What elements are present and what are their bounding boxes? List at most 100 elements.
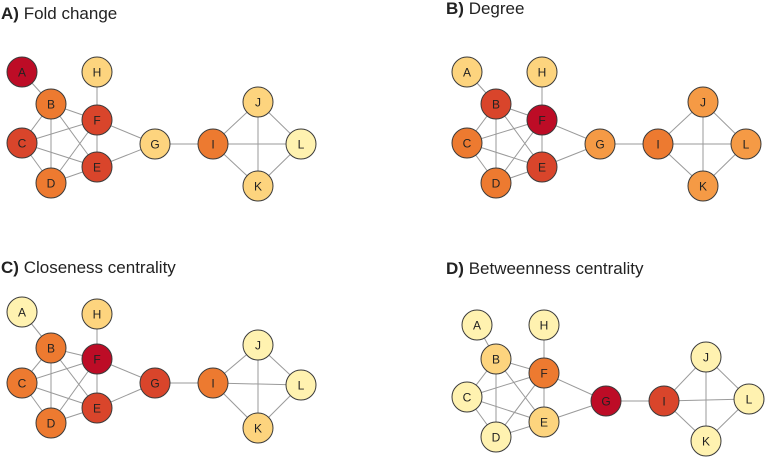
node-label: A — [18, 66, 26, 80]
node-label: B — [492, 353, 500, 367]
node-circle — [81, 151, 113, 183]
node-label: A — [473, 319, 481, 333]
node-e: E — [81, 392, 113, 424]
node-label: A — [18, 306, 26, 320]
node-circle — [81, 298, 113, 330]
node-circle — [81, 104, 113, 136]
panel-title-text: Fold change — [24, 4, 118, 23]
node-circle — [35, 332, 67, 364]
node-j: J — [690, 341, 722, 373]
node-label: I — [211, 138, 214, 152]
node-e: E — [528, 406, 560, 438]
node-circle — [451, 381, 483, 413]
node-circle — [690, 425, 722, 457]
node-g: G — [139, 128, 171, 160]
node-label: B — [492, 98, 500, 112]
node-a: A — [461, 309, 493, 341]
node-label: L — [743, 138, 750, 152]
node-circle — [242, 86, 274, 118]
node-h: H — [81, 298, 113, 330]
node-circle — [528, 406, 560, 438]
node-h: H — [526, 56, 558, 88]
node-h: H — [528, 309, 560, 341]
node-label: J — [703, 351, 709, 365]
node-label: D — [492, 177, 501, 191]
node-l: L — [730, 128, 762, 160]
node-j: J — [242, 86, 274, 118]
node-label: L — [298, 379, 305, 393]
node-i: I — [197, 128, 229, 160]
node-label: F — [93, 114, 100, 128]
node-i: I — [197, 367, 229, 399]
node-e: E — [81, 151, 113, 183]
node-circle — [730, 128, 762, 160]
node-circle — [733, 383, 765, 415]
node-label: E — [538, 161, 546, 175]
node-a: A — [6, 56, 38, 88]
node-circle — [139, 367, 171, 399]
node-circle — [642, 128, 674, 160]
node-circle — [526, 151, 558, 183]
panel-title-text: Betweenness centrality — [469, 259, 644, 278]
node-circle — [35, 167, 67, 199]
node-f: F — [526, 104, 558, 136]
node-b: B — [35, 332, 67, 364]
node-k: K — [687, 170, 719, 202]
node-circle — [6, 367, 38, 399]
node-circle — [6, 56, 38, 88]
node-circle — [528, 309, 560, 341]
node-c: C — [451, 127, 483, 159]
node-k: K — [242, 412, 274, 444]
node-circle — [590, 385, 622, 417]
node-circle — [584, 128, 616, 160]
node-f: F — [81, 343, 113, 375]
node-k: K — [690, 425, 722, 457]
node-circle — [35, 88, 67, 120]
node-label: H — [540, 319, 549, 333]
node-c: C — [6, 127, 38, 159]
node-l: L — [285, 128, 317, 160]
node-circle — [81, 392, 113, 424]
node-label: C — [18, 137, 27, 151]
node-label: D — [492, 431, 501, 445]
node-circle — [197, 128, 229, 160]
node-label: K — [702, 435, 710, 449]
panel-letter: D) — [446, 259, 464, 278]
node-label: B — [47, 98, 55, 112]
node-label: K — [699, 180, 707, 194]
node-g: G — [139, 367, 171, 399]
node-label: D — [47, 417, 56, 431]
node-circle — [480, 167, 512, 199]
node-e: E — [526, 151, 558, 183]
node-circle — [480, 421, 512, 453]
node-l: L — [733, 383, 765, 415]
panel-letter: A) — [1, 4, 19, 23]
node-circle — [451, 127, 483, 159]
node-label: C — [463, 391, 472, 405]
node-circle — [6, 127, 38, 159]
node-label: J — [255, 96, 261, 110]
node-label: J — [255, 339, 261, 353]
node-circle — [81, 56, 113, 88]
panel-letter: B) — [446, 0, 464, 18]
node-circle — [690, 341, 722, 373]
node-d: D — [480, 421, 512, 453]
node-circle — [139, 128, 171, 160]
node-l: L — [285, 369, 317, 401]
node-circle — [285, 128, 317, 160]
node-label: B — [47, 342, 55, 356]
node-circle — [526, 104, 558, 136]
node-d: D — [35, 407, 67, 439]
node-label: D — [47, 177, 56, 191]
node-circle — [461, 309, 493, 341]
node-a: A — [6, 296, 38, 328]
node-label: G — [601, 395, 610, 409]
panel-title: A) Fold change — [1, 4, 117, 23]
